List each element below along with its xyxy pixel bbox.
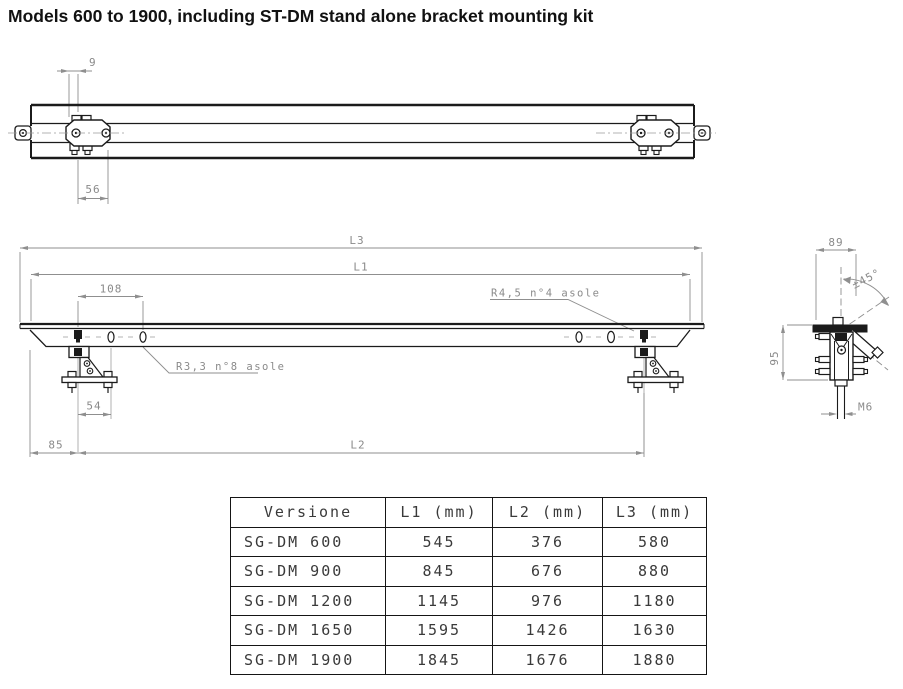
- dim-label-M6: M6: [858, 401, 873, 414]
- dim-label-85: 85: [48, 439, 63, 452]
- table-cell: 1676: [492, 644, 603, 675]
- dim-label-9: 9: [89, 56, 97, 69]
- table-cell: 580: [602, 526, 707, 557]
- table-header-row: Versione L1 (mm) L2 (mm) L3 (mm): [230, 497, 707, 528]
- table-header-l1: L1 (mm): [385, 497, 493, 528]
- table-cell: 1630: [602, 615, 707, 646]
- table-cell: 1426: [492, 615, 603, 646]
- dim-label-89: 89: [828, 236, 843, 249]
- table-cell-version: SG-DM 900: [230, 556, 386, 587]
- mounting-slots: [63, 330, 659, 344]
- table-cell: 676: [492, 556, 603, 587]
- spec-table: Versione L1 (mm) L2 (mm) L3 (mm) SG-DM 6…: [230, 497, 707, 675]
- front-view-dim-lines: [19, 247, 703, 457]
- dim-label-angle: ±45°: [850, 266, 883, 291]
- left-stand-leg: [61, 345, 118, 393]
- page-title: Models 600 to 1900, including ST-DM stan…: [8, 6, 594, 26]
- table-cell-version: SG-DM 1650: [230, 615, 386, 646]
- top-view: 9 56: [8, 56, 716, 204]
- table-header-l2: L2 (mm): [492, 497, 603, 528]
- table-row: SG-DM 1900 1845 1676 1880: [230, 644, 707, 675]
- table-cell: 376: [492, 526, 603, 557]
- table-cell: 1180: [602, 585, 707, 616]
- table-cell: 880: [602, 556, 707, 587]
- table-cell: 545: [385, 526, 493, 557]
- dim-label-108: 108: [100, 283, 123, 296]
- dim-label-56: 56: [85, 183, 100, 196]
- table-cell-version: SG-DM 1200: [230, 585, 386, 616]
- table-header-l3: L3 (mm): [602, 497, 707, 528]
- right-bracket: [630, 114, 680, 156]
- table-cell: 1145: [385, 585, 493, 616]
- table-row: SG-DM 600 545 376 580: [230, 526, 707, 557]
- table-cell-version: SG-DM 600: [230, 526, 386, 557]
- table-row: SG-DM 900 845 676 880: [230, 556, 707, 587]
- table-cell: 1845: [385, 644, 493, 675]
- dim-label-L2: L2: [350, 439, 365, 452]
- dim-label-95: 95: [768, 350, 781, 365]
- table-cell-version: SG-DM 1900: [230, 644, 386, 675]
- dim-label-54: 54: [86, 400, 101, 413]
- table-cell: 976: [492, 585, 603, 616]
- callout-r45: R4,5 n°4 asole: [491, 288, 601, 300]
- table-row: SG-DM 1200 1145 976 1180: [230, 585, 707, 616]
- left-bracket: [65, 114, 111, 156]
- table-cell: 845: [385, 556, 493, 587]
- table-row: SG-DM 1650 1595 1426 1630: [230, 615, 707, 646]
- callout-r33: R3,3 n°8 asole: [176, 361, 286, 373]
- right-stand-leg: [627, 345, 684, 393]
- side-view-bracket: [812, 316, 884, 419]
- front-view-bar: [19, 322, 705, 348]
- table-cell: 1595: [385, 615, 493, 646]
- table-cell: 1880: [602, 644, 707, 675]
- table-header-versione: Versione: [230, 497, 386, 528]
- front-view: L3 L1 108 85 L2 54 R3,3 n°8 asole R4,5 n…: [19, 234, 705, 457]
- top-view-bar: [30, 103, 695, 160]
- dim-label-L3: L3: [349, 234, 364, 247]
- dim-label-L1: L1: [353, 261, 368, 274]
- side-view: 89 ±45° 95 M6: [768, 236, 890, 419]
